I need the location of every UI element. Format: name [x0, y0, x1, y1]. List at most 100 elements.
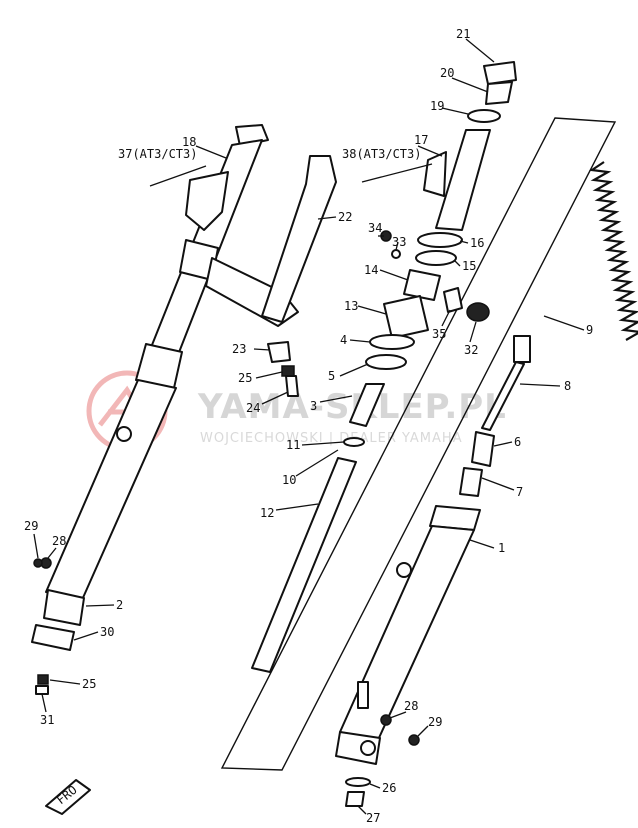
part-26-washer: [345, 777, 371, 787]
callout-18: 18: [182, 135, 196, 149]
part-11-clip: [343, 437, 365, 447]
callout-4: 4: [340, 333, 347, 347]
leader-38: [361, 163, 433, 183]
part-28-washer-b: [380, 714, 392, 726]
part-1-outer-tube-assembly: [335, 505, 481, 807]
part-9-spring: [588, 161, 638, 341]
leader-28b: [389, 711, 407, 719]
callout-21: 21: [456, 27, 470, 41]
leader-21: [465, 38, 495, 63]
leader-31: [41, 693, 47, 713]
leader-2: [85, 604, 115, 607]
callout-28b: 28: [404, 699, 418, 713]
callout-2: 2: [116, 598, 123, 612]
callout-31: 31: [40, 713, 54, 727]
leader-30: [73, 631, 99, 641]
callout-38: 38(AT3/CT3): [342, 147, 421, 161]
part-27-bolt: [345, 791, 365, 807]
leader-32: [469, 321, 477, 343]
part-33-washer: [391, 249, 401, 259]
callout-26: 26: [382, 781, 396, 795]
leader-15: [453, 259, 461, 267]
leader-37: [149, 165, 207, 187]
part-35-clip: [443, 287, 463, 313]
callout-13: 13: [344, 299, 358, 313]
leader-5: [339, 363, 369, 377]
part-13-bearing-cover: [383, 295, 429, 339]
leader-16: [459, 240, 469, 244]
callout-19: 19: [430, 99, 444, 113]
leader-29b: [417, 725, 429, 737]
part-14-holder: [403, 269, 441, 301]
leader-25a: [49, 679, 81, 685]
callout-14: 14: [364, 263, 378, 277]
part-19-ring: [467, 109, 501, 123]
part-24-bolt: [285, 375, 299, 397]
part-31-nut: [35, 685, 49, 695]
callout-labels: 18 37(AT3/CT3) 22 23 25 24 29 28 2 30 25…: [24, 27, 593, 825]
callout-7: 7: [516, 485, 523, 499]
part-16-ring: [417, 232, 463, 248]
part-20-oring: [485, 81, 513, 105]
callout-25a: 25: [82, 677, 96, 691]
callout-23: 23: [232, 342, 246, 356]
leader-12: [275, 503, 319, 511]
leader-9: [543, 315, 585, 331]
callout-6: 6: [514, 435, 521, 449]
left-fork-leg: [31, 124, 299, 695]
leader-7: [481, 477, 515, 491]
part-30-axle-cap: [31, 624, 75, 651]
leader-29a: [33, 533, 39, 559]
part-25-bolt-b: [281, 365, 295, 377]
part-2-axle-holder: [43, 589, 85, 626]
leader-35: [441, 309, 451, 327]
callout-15: 15: [462, 259, 476, 273]
watermark-subtitle: WOJCIECHOWSKI | DEALER YAMAHA: [200, 431, 463, 446]
leader-27: [357, 805, 367, 815]
leader-23: [253, 348, 271, 351]
part-12-damper-tube: [251, 457, 357, 673]
callout-27: 27: [366, 811, 380, 825]
leader-33: [395, 241, 399, 251]
leader-10: [295, 449, 339, 477]
callout-32: 32: [464, 343, 478, 357]
callout-11: 11: [286, 438, 300, 452]
part-7-seat: [459, 467, 483, 497]
part-2-drain-boss: [116, 426, 132, 442]
callout-29a: 29: [24, 519, 38, 533]
callout-29b: 29: [428, 715, 442, 729]
part-22-assembly: [261, 155, 337, 397]
leader-26: [369, 783, 381, 789]
assembly-frame: [220, 117, 617, 771]
callout-28a: 28: [52, 534, 66, 548]
callout-1: 1: [498, 541, 505, 555]
center-column: [251, 129, 491, 673]
part-22-tube: [261, 155, 337, 323]
callout-3: 3: [310, 399, 317, 413]
leader-19: [441, 107, 469, 115]
callout-30: 30: [100, 625, 114, 639]
part-6-nut: [471, 431, 495, 467]
leader-11: [301, 441, 345, 446]
leader-6: [493, 441, 513, 447]
leader-18: [195, 145, 227, 159]
callout-22: 22: [338, 210, 352, 224]
part-3-rod: [349, 383, 385, 427]
leader-13: [357, 305, 387, 315]
leader-1: [469, 539, 495, 549]
callout-9: 9: [586, 323, 593, 337]
callout-10: 10: [282, 473, 296, 487]
part-29-screw: [33, 558, 43, 568]
part-4-seal: [369, 334, 415, 350]
callout-8: 8: [564, 379, 571, 393]
part-29-screw-b: [408, 734, 420, 746]
part-1-axle-end: [335, 731, 381, 765]
leader-14: [379, 269, 409, 281]
leader-lines: [33, 38, 585, 815]
part-1-axle-hole: [360, 740, 376, 756]
leader-4: [349, 339, 371, 343]
callout-5: 5: [328, 369, 335, 383]
part-5-washer: [365, 354, 407, 370]
part-8-rod-assembly: [459, 335, 531, 497]
